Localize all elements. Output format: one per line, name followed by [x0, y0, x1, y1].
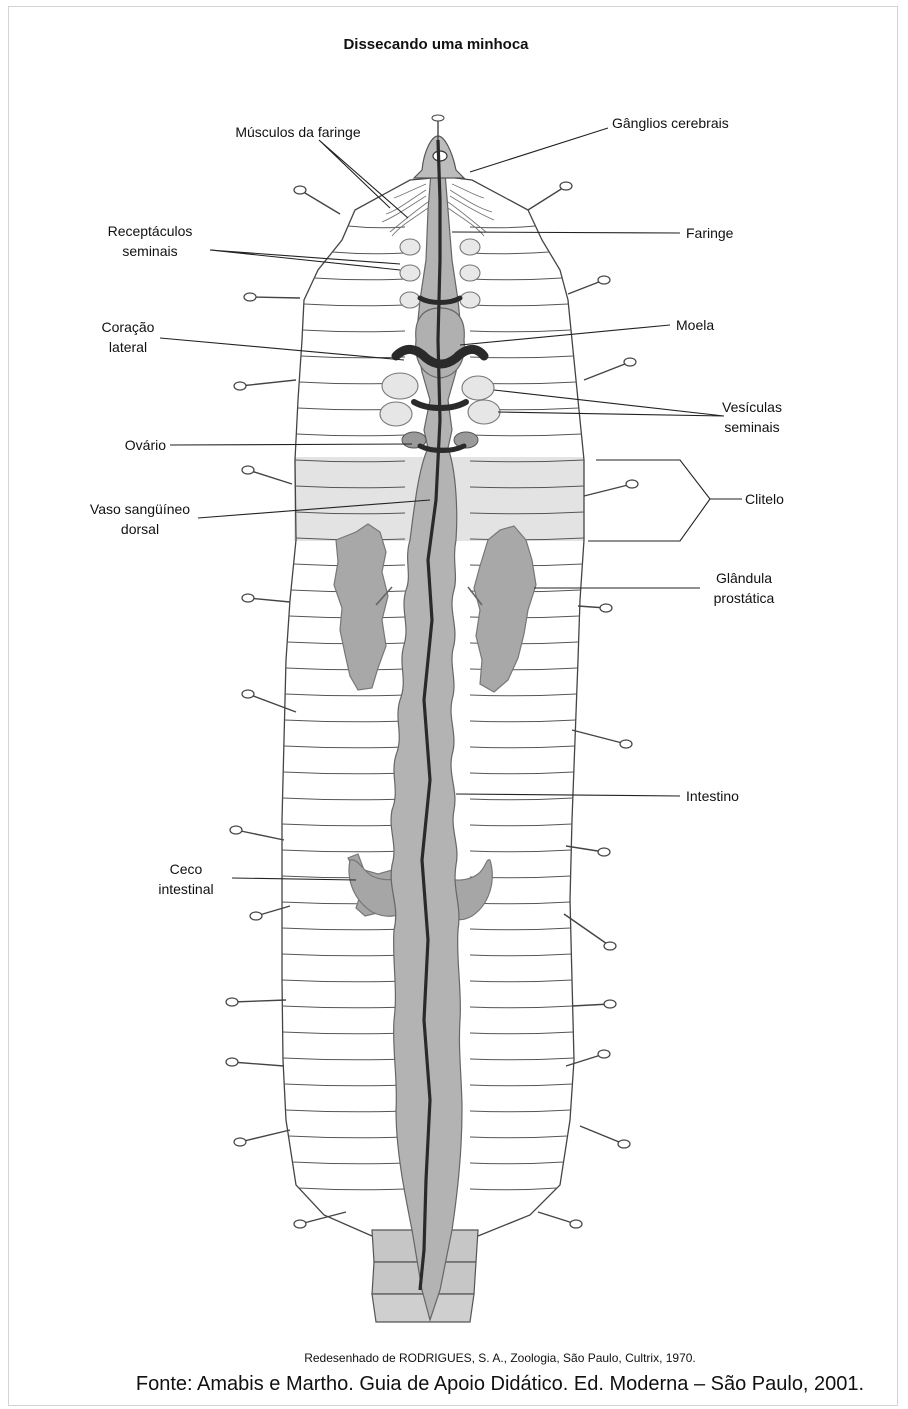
segment-line-left	[284, 746, 405, 748]
pin	[250, 906, 290, 920]
pin	[572, 730, 632, 748]
segment-line-left	[283, 1058, 405, 1060]
label-receptaculos-1: Receptáculos	[108, 223, 193, 239]
label-vaso-1: Vaso sangüíneo	[90, 501, 190, 517]
label-receptaculos-2: seminais	[122, 243, 177, 259]
segment-line-right	[470, 1084, 572, 1086]
segment-line-right	[470, 980, 572, 982]
segment-line-left	[282, 954, 405, 956]
prostate-gland-right	[474, 526, 536, 692]
segment-line-left	[283, 1032, 405, 1034]
segment-line-right	[470, 772, 574, 774]
label-ganglios-cerebrais: Gânglios cerebrais	[612, 115, 729, 131]
label-coracao-1: Coração	[102, 319, 155, 335]
segment-line-right	[470, 746, 575, 748]
label-clitelo: Clitelo	[745, 491, 784, 507]
segment-line-right	[470, 434, 581, 436]
label-glandula-1: Glândula	[716, 570, 772, 586]
segment-line-left	[282, 928, 405, 930]
label-faringe: Faringe	[686, 225, 734, 241]
head-pin-cap	[432, 115, 444, 121]
pin	[538, 1212, 582, 1228]
segment-line-right	[470, 1110, 571, 1112]
segment-line-left	[282, 1006, 405, 1008]
segment-line-right	[470, 1188, 557, 1190]
segment-line-left	[282, 850, 405, 852]
label-vesiculas-2: seminais	[724, 419, 779, 435]
diagram-title: Dissecando uma minhoca	[343, 36, 529, 53]
pin	[584, 480, 638, 496]
segment-line-left	[283, 798, 405, 800]
label-intestino: Intestino	[686, 788, 739, 804]
pin	[566, 846, 610, 856]
segment-line-left	[303, 330, 406, 332]
pin	[572, 1000, 616, 1008]
segment-line-right	[470, 304, 568, 306]
segment-line-right	[470, 1162, 564, 1164]
label-glandula-2: prostática	[714, 590, 775, 606]
pin	[242, 594, 290, 602]
segment-line-left	[285, 720, 406, 722]
pin	[568, 276, 610, 294]
label-coracao-2: lateral	[109, 339, 147, 355]
segment-line-left	[283, 772, 405, 774]
segment-line-right	[470, 824, 572, 826]
pin	[230, 826, 284, 840]
label-musculos-faringe: Músculos da faringe	[235, 124, 361, 140]
label-ovario: Ovário	[125, 437, 166, 453]
pin	[242, 690, 296, 712]
pin	[234, 1130, 290, 1146]
segment-line-right	[470, 798, 573, 800]
segment-line-left	[304, 304, 405, 306]
pin	[226, 998, 286, 1006]
segment-line-left	[299, 1188, 405, 1190]
segment-line-left	[332, 252, 405, 254]
segment-line-left	[301, 356, 405, 358]
segment-line-left	[296, 434, 405, 436]
pin	[294, 186, 340, 214]
segment-line-right	[470, 1006, 573, 1008]
pin	[564, 914, 616, 950]
segment-line-right	[470, 252, 549, 254]
pin	[242, 466, 292, 484]
label-vesiculas-1: Vesículas	[722, 399, 782, 415]
pin	[580, 1126, 630, 1148]
pin	[234, 380, 296, 390]
segment-line-right	[470, 278, 562, 280]
segment-line-left	[282, 980, 405, 982]
segment-line-left	[282, 824, 405, 826]
pin	[294, 1212, 346, 1228]
label-ceco-1: Ceco	[170, 861, 203, 877]
label-moela: Moela	[676, 317, 714, 333]
label-ceco-2: intestinal	[158, 881, 213, 897]
segment-line-right	[470, 720, 576, 722]
prostate-gland-left	[334, 524, 388, 690]
segment-line-left	[284, 1084, 405, 1086]
segment-line-right	[470, 954, 571, 956]
segment-line-left	[286, 668, 405, 670]
segment-line-right	[470, 1058, 574, 1060]
segment-line-right	[470, 850, 571, 852]
segment-line-left	[314, 278, 405, 280]
segment-line-right	[470, 928, 571, 930]
pin	[226, 1058, 284, 1066]
source-credit: Redesenhado de RODRIGUES, S. A., Zoologi…	[304, 1351, 696, 1365]
pin	[244, 293, 300, 301]
segment-line-left	[285, 694, 405, 696]
pin	[578, 604, 612, 612]
segment-line-right	[470, 1136, 568, 1138]
pin	[584, 358, 636, 380]
segment-line-right	[470, 330, 571, 332]
segment-line-left	[288, 1136, 405, 1138]
segment-line-left	[292, 1162, 405, 1164]
segment-line-right	[470, 694, 577, 696]
fonte-credit: Fonte: Amabis e Martho. Guia de Apoio Di…	[136, 1373, 864, 1395]
segment-line-right	[470, 1032, 573, 1034]
segment-line-left	[286, 1110, 406, 1112]
pin	[528, 182, 572, 210]
label-vaso-2: dorsal	[121, 521, 159, 537]
